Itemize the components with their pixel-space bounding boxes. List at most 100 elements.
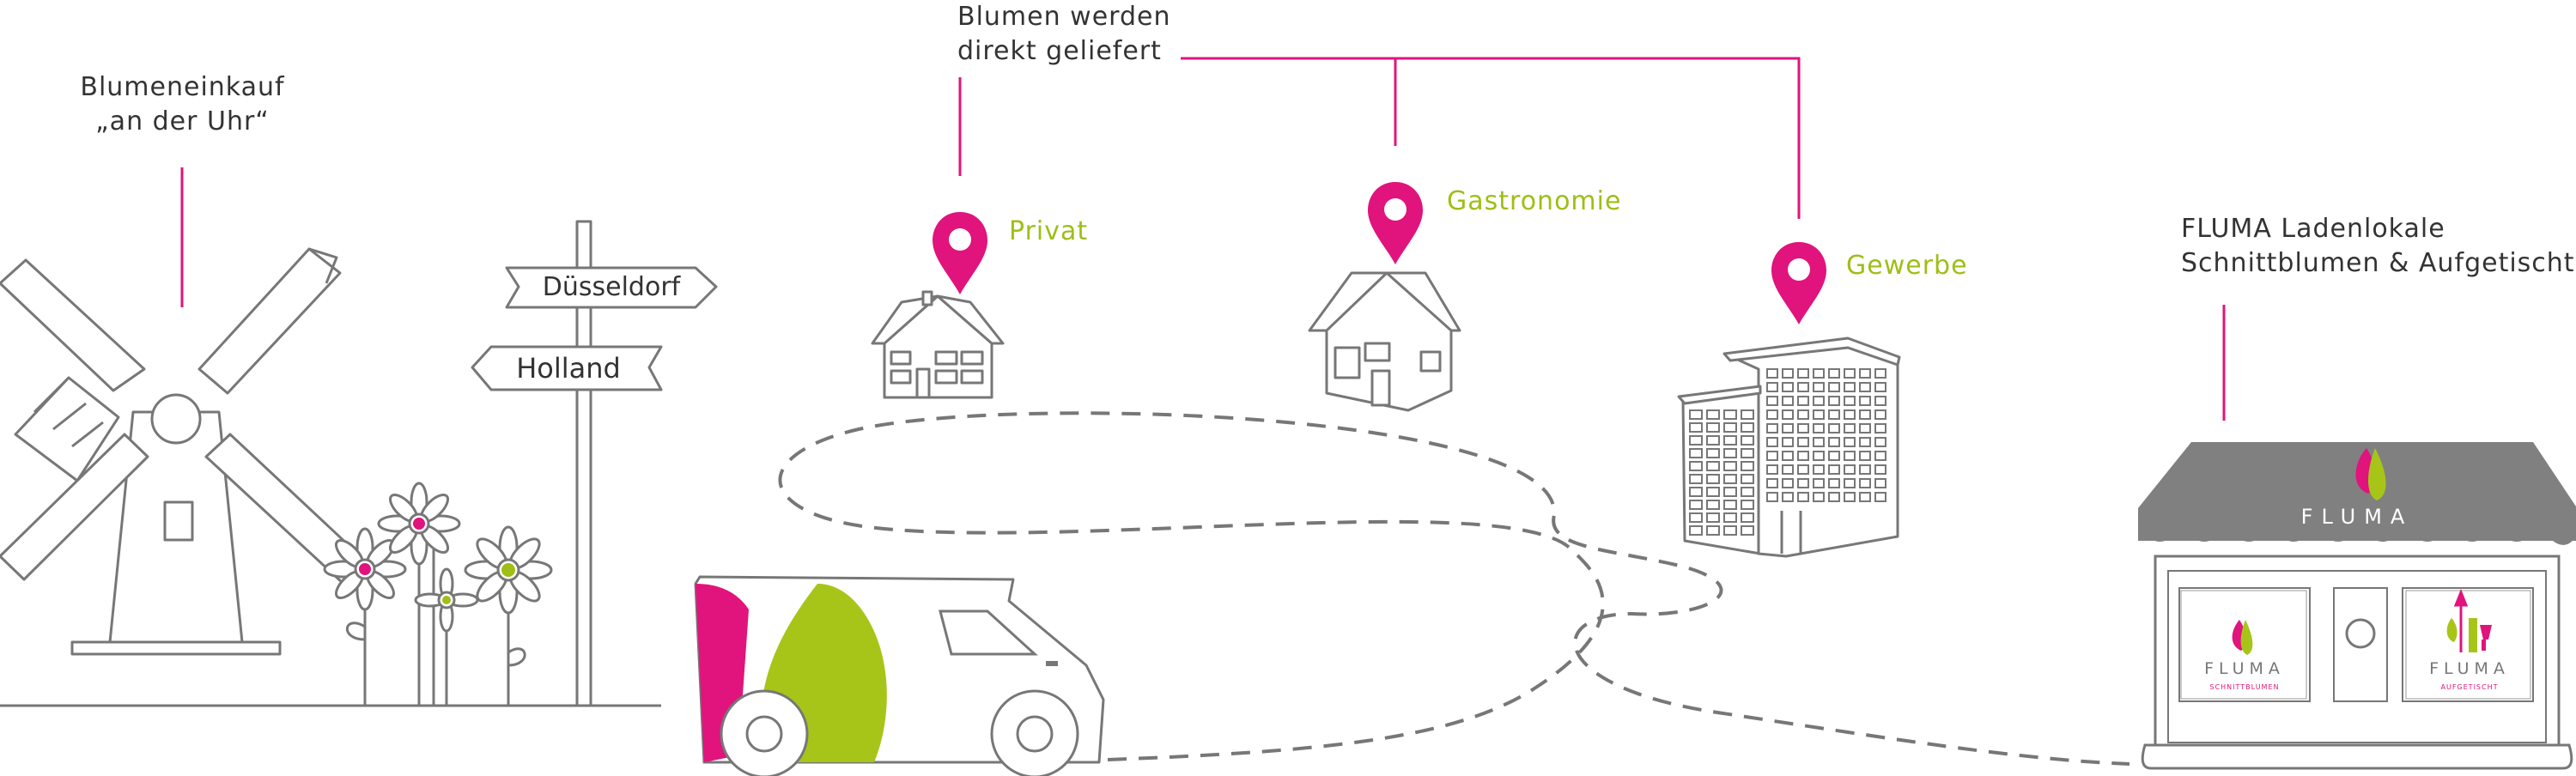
building-window: [1782, 368, 1794, 379]
building-window: [1741, 500, 1754, 510]
building-window: [1766, 396, 1778, 406]
building-window: [1828, 464, 1840, 475]
building-window: [1706, 487, 1720, 497]
building-window: [1844, 437, 1856, 447]
building-window: [1766, 464, 1778, 475]
label-blumeneinkauf-line1: Blumeneinkauf: [80, 72, 285, 102]
building-window: [1741, 487, 1754, 497]
building-window: [1766, 437, 1778, 447]
shop-awning-brand: FLUMA: [2301, 505, 2414, 529]
building-window: [1689, 422, 1703, 433]
label-blumeneinkauf: Blumeneinkauf „an der Uhr“: [69, 70, 296, 139]
building-window: [1766, 382, 1778, 392]
building-window: [1723, 461, 1737, 471]
building-window: [1844, 492, 1856, 502]
building-window: [1741, 409, 1754, 420]
building-window: [1689, 525, 1703, 536]
building-window: [1706, 448, 1720, 458]
building-window: [1766, 492, 1778, 502]
building-window: [1813, 464, 1825, 475]
building-window: [1813, 478, 1825, 488]
building-window: [1706, 474, 1720, 484]
building-window: [1874, 368, 1886, 379]
building-window: [1813, 409, 1825, 420]
flower-center: [359, 563, 371, 575]
building-window: [1741, 422, 1754, 433]
flower-center: [501, 563, 515, 577]
label-gewerbe: Gewerbe: [1846, 251, 1968, 281]
building-window: [1741, 448, 1754, 458]
building-window: [1766, 409, 1778, 420]
building-window: [1828, 492, 1840, 502]
building-window: [1741, 461, 1754, 471]
building-window: [1859, 409, 1871, 420]
building-window: [1828, 396, 1840, 406]
building-window: [1859, 478, 1871, 488]
windmill-icon: [0, 247, 366, 656]
building-window: [1859, 368, 1871, 379]
building-window: [1859, 437, 1871, 447]
building-window: [1874, 478, 1886, 488]
building-window: [1844, 396, 1856, 406]
building-window: [1706, 512, 1720, 523]
building-window: [1828, 437, 1840, 447]
delivery-route: [778, 411, 2130, 766]
building-window: [1813, 382, 1825, 392]
building-window: [1844, 451, 1856, 461]
label-direkt-geliefert: Blumen werden direkt geliefert: [957, 0, 1170, 69]
building-window: [1828, 423, 1840, 433]
building-window: [1797, 478, 1809, 488]
building-window: [1844, 409, 1856, 420]
building-window: [1706, 500, 1720, 510]
building-window: [1874, 437, 1886, 447]
flower-icon: [464, 525, 553, 706]
building-window: [1689, 474, 1703, 484]
office-building-windows: [1689, 368, 1886, 536]
building-window: [1828, 409, 1840, 420]
building-window: [1813, 437, 1825, 447]
left-window-sub: SCHNITTBLUMEN: [2210, 683, 2280, 691]
building-window: [1874, 382, 1886, 392]
building-window: [1828, 451, 1840, 461]
building-window: [1782, 464, 1794, 475]
house-icon: [871, 290, 1005, 399]
building-window: [1874, 423, 1886, 433]
building-window: [1797, 464, 1809, 475]
right-window-sub: AUFGETISCHT: [2441, 683, 2499, 691]
building-window: [1706, 525, 1720, 536]
building-window: [1723, 525, 1737, 536]
building-window: [1844, 423, 1856, 433]
location-pin-icon-gastronomie: [1368, 182, 1423, 264]
building-window: [1782, 478, 1794, 488]
building-window: [1706, 435, 1720, 446]
building-window: [1741, 474, 1754, 484]
building-window: [1689, 512, 1703, 523]
building-window: [1766, 423, 1778, 433]
building-window: [1828, 478, 1840, 488]
building-window: [1766, 451, 1778, 461]
house-icon: [1308, 271, 1461, 412]
label-ladenlokale-line1: FLUMA Ladenlokale: [2181, 214, 2445, 244]
building-window: [1782, 451, 1794, 461]
building-window: [1859, 464, 1871, 475]
building-window: [1828, 382, 1840, 392]
building-window: [1813, 492, 1825, 502]
building-window: [1813, 423, 1825, 433]
building-window: [1859, 423, 1871, 433]
building-window: [1689, 461, 1703, 471]
building-window: [1844, 368, 1856, 379]
building-window: [1828, 368, 1840, 379]
label-ladenlokale-line2: Schnittblumen & Aufgetischt: [2181, 248, 2575, 278]
building-window: [1689, 500, 1703, 510]
sign-holland: Holland: [516, 352, 621, 385]
building-window: [1741, 435, 1754, 446]
building-window: [1689, 409, 1703, 420]
flower-center: [442, 596, 451, 604]
building-window: [1844, 464, 1856, 475]
connector-lines: [180, 57, 2226, 421]
left-window-brand: FLUMA: [2204, 659, 2285, 678]
building-window: [1723, 409, 1737, 420]
building-window: [1723, 474, 1737, 484]
right-window-brand: FLUMA: [2429, 659, 2510, 678]
